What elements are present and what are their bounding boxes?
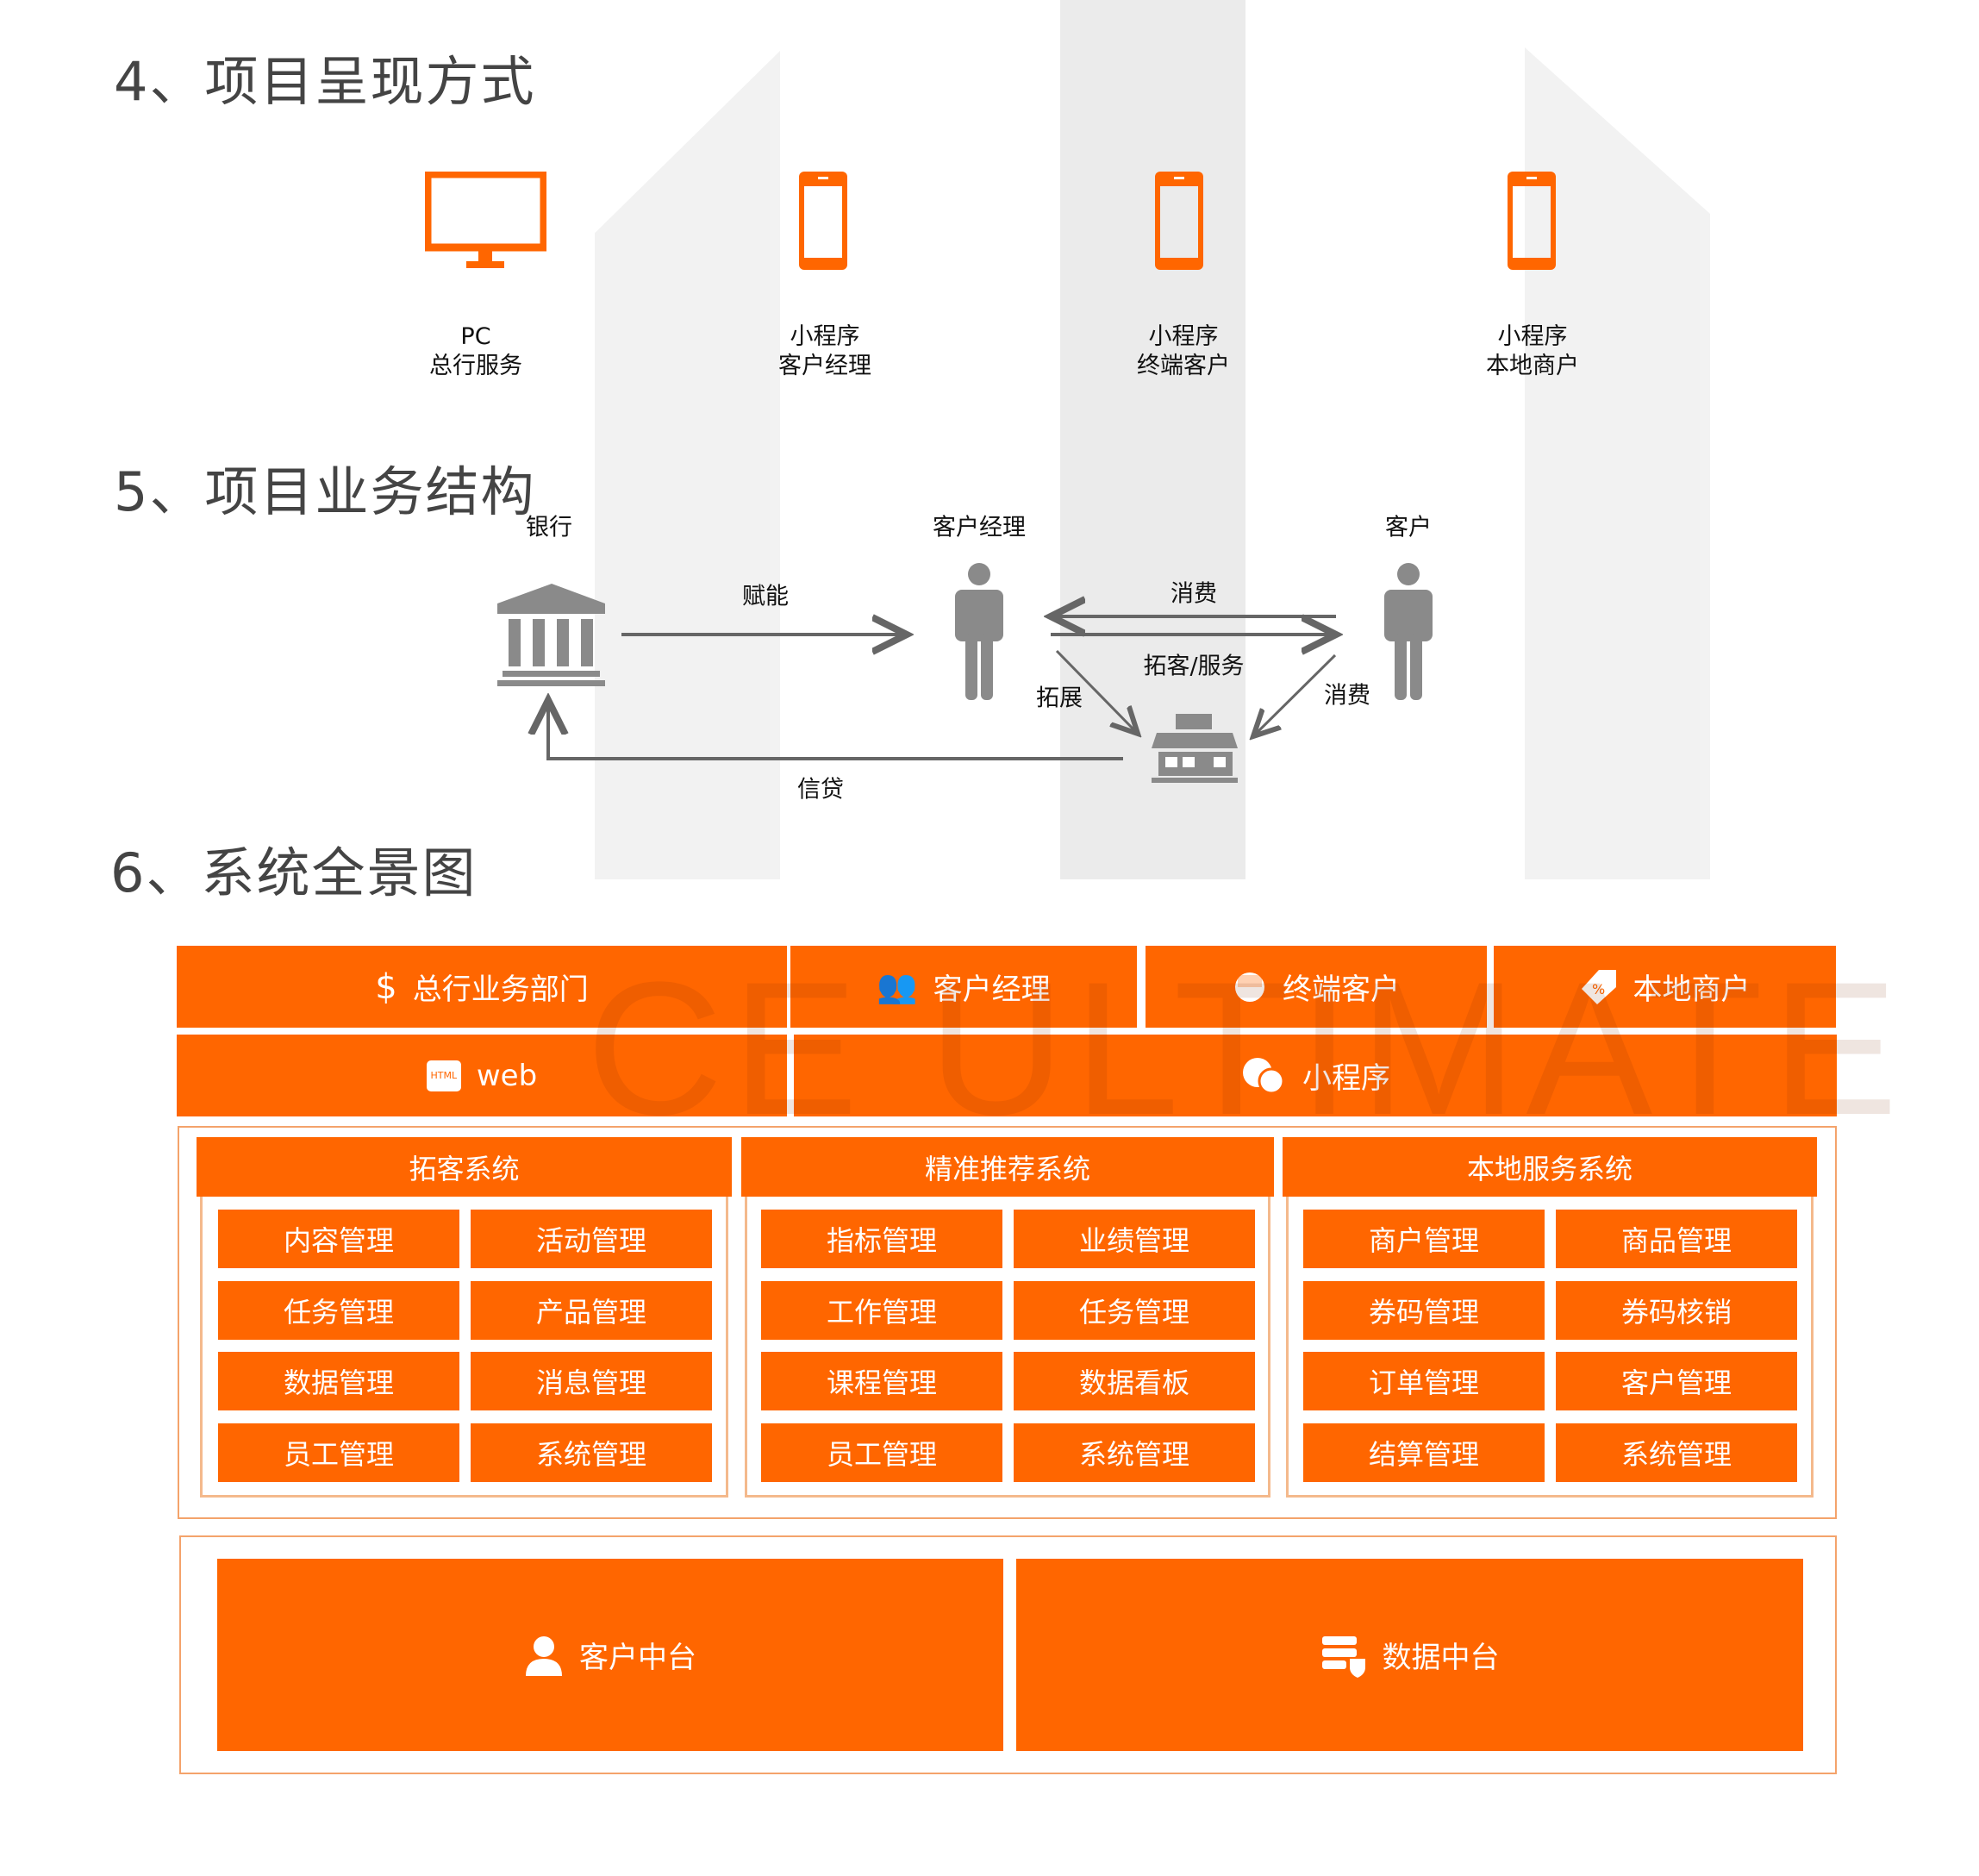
module-cell: 系统管理 bbox=[1556, 1423, 1797, 1482]
channel-label: web bbox=[476, 1058, 538, 1093]
user-label: 本地商户 bbox=[1633, 972, 1751, 1007]
presentation-label-customer: 小程序终端客户 bbox=[1080, 322, 1287, 381]
system-header: 精准推荐系统 bbox=[741, 1137, 1274, 1197]
user-head-icon bbox=[1233, 970, 1267, 1004]
module-cell: 内容管理 bbox=[218, 1210, 459, 1268]
section-title-structure: 5、项目业务结构 bbox=[114, 460, 536, 523]
node-label-manager: 客户经理 bbox=[933, 514, 1026, 541]
systems-frame bbox=[178, 1126, 1837, 1519]
module-cell: 结算管理 bbox=[1303, 1423, 1545, 1482]
module-cell: 商品管理 bbox=[1556, 1210, 1797, 1268]
people-icon: 👥 bbox=[877, 967, 918, 1005]
label-line: 小程序 bbox=[1497, 323, 1568, 350]
phone-icon bbox=[1155, 172, 1203, 270]
svg-text:%: % bbox=[1592, 981, 1605, 997]
html-icon: HTML bbox=[426, 1060, 461, 1091]
label-line: 终端客户 bbox=[1137, 353, 1230, 379]
label-line: 客户经理 bbox=[778, 353, 871, 379]
shop-icon bbox=[1152, 714, 1238, 783]
person-icon bbox=[955, 563, 1003, 700]
node-label-bank: 银行 bbox=[526, 514, 572, 541]
module-cell: 系统管理 bbox=[471, 1423, 712, 1482]
platform-data: 数据中台 bbox=[1016, 1559, 1803, 1751]
system-header: 本地服务系统 bbox=[1283, 1137, 1817, 1197]
module-cell: 任务管理 bbox=[218, 1280, 459, 1340]
section-title-presentation: 4、项目呈现方式 bbox=[114, 50, 536, 113]
edge-label-service: 拓客/服务 bbox=[1143, 653, 1245, 680]
module-cell: 活动管理 bbox=[471, 1210, 712, 1268]
module-cell: 指标管理 bbox=[761, 1210, 1002, 1268]
label-line: 小程序 bbox=[790, 323, 860, 350]
user-label: 终端客户 bbox=[1283, 972, 1400, 1007]
user-manager: 👥 客户经理 bbox=[790, 946, 1137, 1028]
section-title-overview: 6、系统全景图 bbox=[110, 841, 478, 904]
channel-label: 小程序 bbox=[1302, 1061, 1390, 1096]
bank-icon bbox=[497, 584, 605, 686]
expand-arrow bbox=[1055, 649, 1138, 734]
business-structure-diagram bbox=[497, 563, 1433, 783]
phone-icon bbox=[799, 172, 847, 270]
presentation-label-pc: PC 总行服务 bbox=[372, 322, 579, 381]
edge-label-empower: 赋能 bbox=[742, 583, 789, 610]
module-cell: 订单管理 bbox=[1303, 1352, 1545, 1410]
platform-customer: 客户中台 bbox=[217, 1559, 1003, 1751]
system-header: 拓客系统 bbox=[197, 1137, 732, 1197]
module-cell: 数据看板 bbox=[1014, 1352, 1255, 1410]
chat-bubbles-icon bbox=[1240, 1055, 1287, 1097]
person-icon bbox=[1384, 563, 1433, 700]
phone-icon bbox=[1508, 172, 1556, 270]
module-cell: 客户管理 bbox=[1556, 1352, 1797, 1410]
platform-label: 客户中台 bbox=[579, 1641, 696, 1675]
user-bank-dept: $ 总行业务部门 bbox=[177, 946, 787, 1028]
user-customer: 终端客户 bbox=[1146, 946, 1487, 1028]
module-cell: 商户管理 bbox=[1303, 1210, 1545, 1268]
tag-percent-icon: % bbox=[1580, 968, 1618, 1006]
watermark: CE ULTIMATE bbox=[586, 942, 1907, 1154]
bank-dollar-icon: $ bbox=[375, 966, 397, 1007]
credit-arrow bbox=[548, 700, 1123, 760]
database-shield-icon bbox=[1320, 1633, 1367, 1678]
edge-label-consume-diag: 消费 bbox=[1324, 682, 1370, 710]
monitor-icon bbox=[425, 172, 546, 268]
channel-web: HTML web bbox=[177, 1035, 787, 1116]
label-line: 总行服务 bbox=[429, 353, 522, 379]
edge-label-credit: 信贷 bbox=[797, 776, 844, 804]
user-merchant: % 本地商户 bbox=[1494, 946, 1836, 1028]
module-cell: 产品管理 bbox=[471, 1280, 712, 1340]
consume-diag-arrow bbox=[1253, 653, 1337, 736]
module-cell: 课程管理 bbox=[761, 1352, 1002, 1410]
platforms-frame bbox=[179, 1535, 1837, 1774]
module-cell: 系统管理 bbox=[1014, 1423, 1255, 1482]
user-label: 客户经理 bbox=[933, 972, 1051, 1007]
user-label: 总行业务部门 bbox=[412, 972, 589, 1007]
label-line: PC bbox=[460, 323, 491, 350]
edge-label-consume: 消费 bbox=[1171, 580, 1217, 608]
module-cell: 券码管理 bbox=[1303, 1280, 1545, 1340]
module-cell: 消息管理 bbox=[471, 1352, 712, 1410]
channel-miniprogram: 小程序 bbox=[794, 1035, 1837, 1116]
edge-label-expand: 拓展 bbox=[1036, 685, 1083, 712]
label-line: 小程序 bbox=[1148, 323, 1219, 350]
label-line: 本地商户 bbox=[1486, 353, 1579, 379]
module-cell: 券码核销 bbox=[1556, 1280, 1797, 1340]
module-cell: 业绩管理 bbox=[1014, 1210, 1255, 1268]
module-cell: 工作管理 bbox=[761, 1280, 1002, 1340]
user-icon bbox=[524, 1635, 564, 1676]
presentation-label-manager: 小程序客户经理 bbox=[721, 322, 928, 381]
platform-label: 数据中台 bbox=[1382, 1641, 1500, 1675]
module-cell: 员工管理 bbox=[761, 1423, 1002, 1482]
node-label-customer: 客户 bbox=[1385, 514, 1432, 541]
module-cell: 数据管理 bbox=[218, 1352, 459, 1410]
module-cell: 员工管理 bbox=[218, 1423, 459, 1482]
module-cell: 任务管理 bbox=[1014, 1280, 1255, 1340]
presentation-label-merchant: 小程序本地商户 bbox=[1429, 322, 1636, 381]
